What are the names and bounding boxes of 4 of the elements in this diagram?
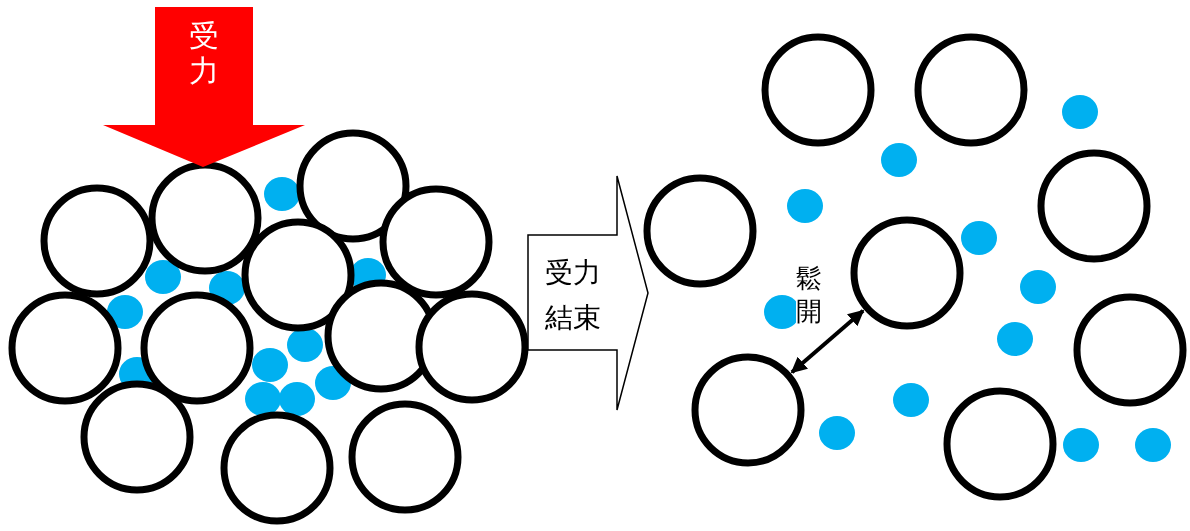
double-arrow	[790, 309, 865, 374]
force-label: 受力	[189, 19, 219, 88]
arrow-label: 受力結束	[545, 255, 601, 336]
edge-label: 鬆開	[796, 262, 822, 327]
